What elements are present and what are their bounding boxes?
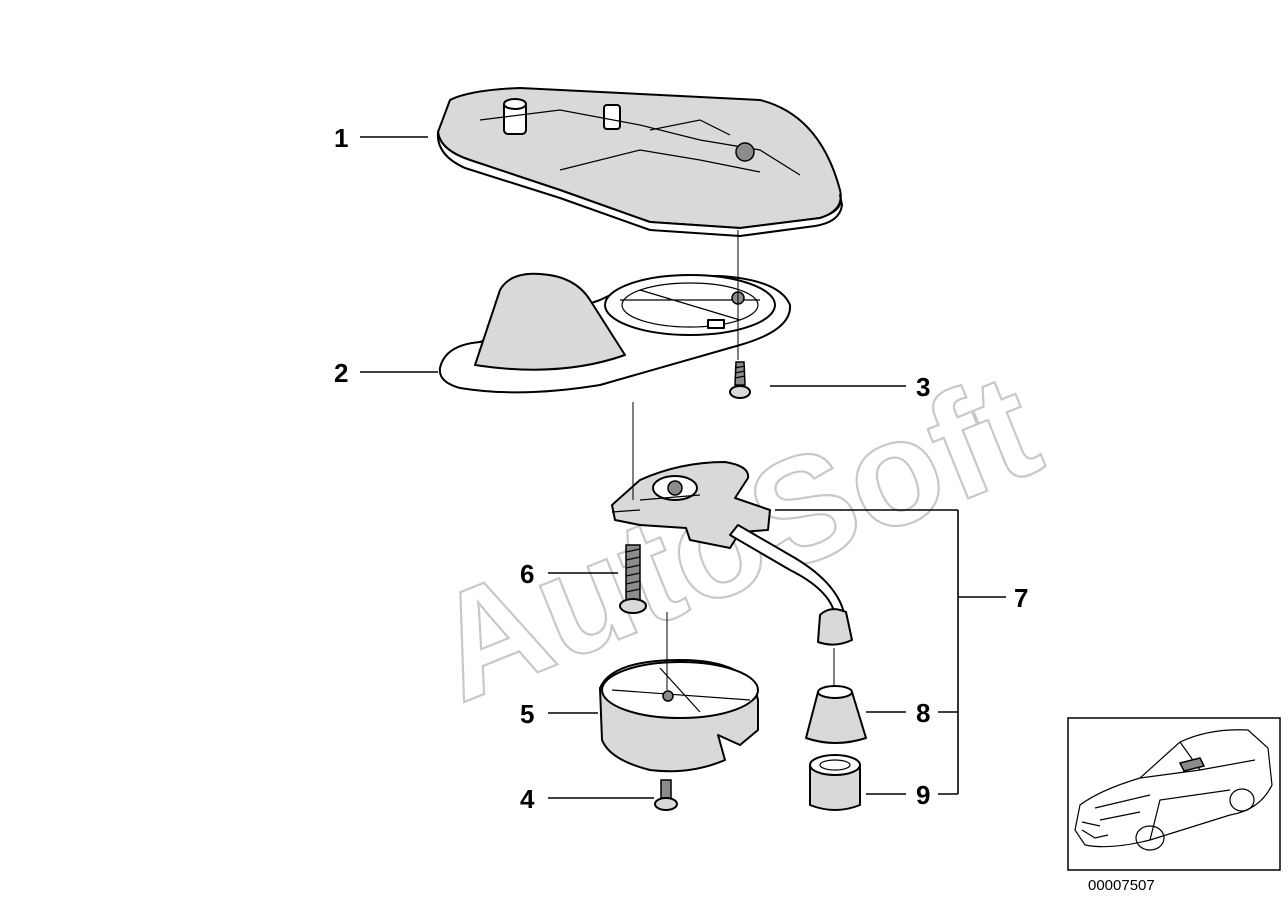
part-4-screw[interactable] <box>654 779 678 811</box>
part-8-bushing[interactable] <box>805 685 867 744</box>
callout-6: 6 <box>520 559 534 589</box>
part-9-sleeve[interactable] <box>809 754 861 811</box>
part-6-bolt[interactable] <box>619 544 647 614</box>
callout-9: 9 <box>916 780 930 810</box>
part-1-housing-cover[interactable] <box>436 87 843 237</box>
leader-lines <box>360 136 1006 799</box>
callout-4: 4 <box>520 784 535 814</box>
callout-5: 5 <box>520 699 534 729</box>
callout-3: 3 <box>916 372 930 402</box>
assembly-axis-lines <box>632 230 835 690</box>
part-3-screw[interactable] <box>729 361 751 399</box>
part-7-shift-lever[interactable] <box>611 461 853 646</box>
part-2-gear-boot[interactable] <box>438 272 792 394</box>
part-5-guide-cup[interactable] <box>599 659 759 773</box>
thumbnail-ref-code: 00007507 <box>1088 877 1155 894</box>
vehicle-locator-thumbnail <box>1067 717 1281 871</box>
callout-2: 2 <box>334 358 348 388</box>
callout-7: 7 <box>1014 583 1028 613</box>
callout-1: 1 <box>334 123 348 153</box>
callout-8: 8 <box>916 698 930 728</box>
